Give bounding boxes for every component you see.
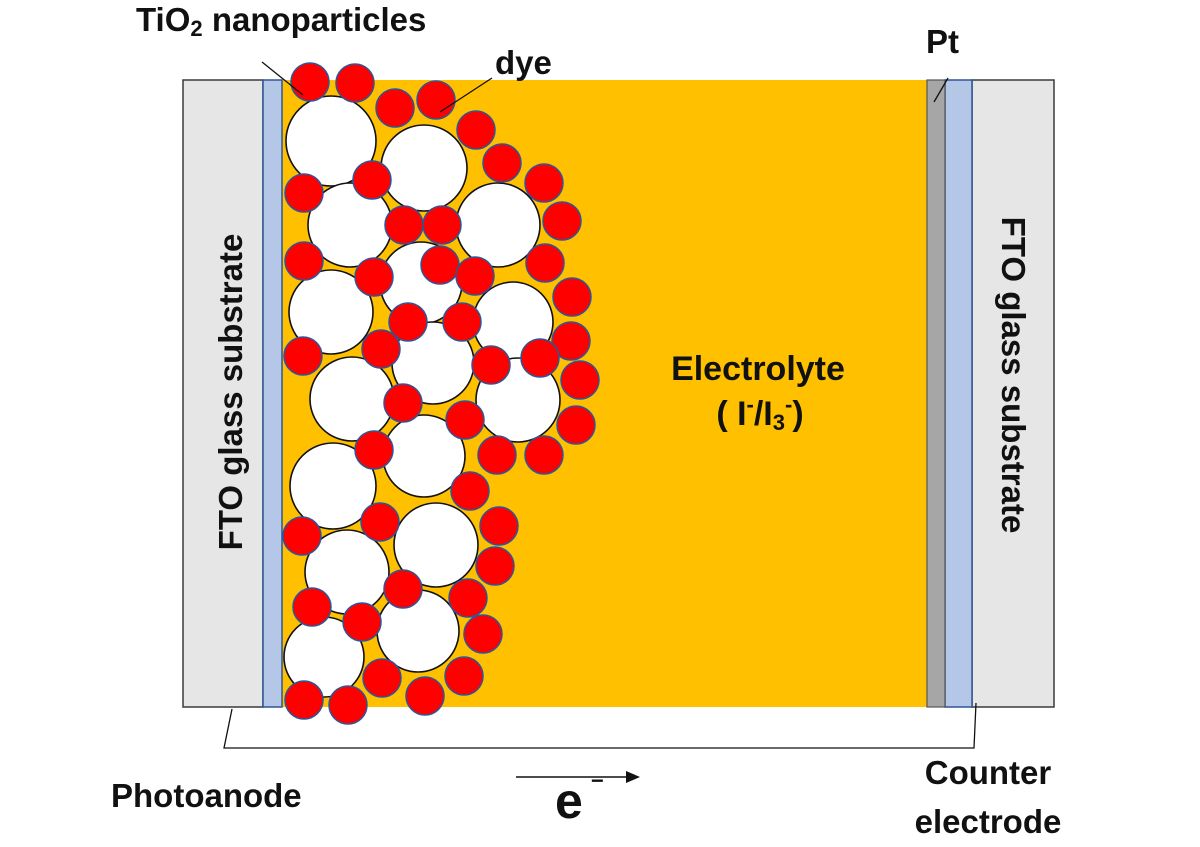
dye-molecule	[283, 336, 323, 376]
tio2-leader-line	[261, 61, 304, 96]
dye-molecule	[284, 680, 324, 720]
dye-molecule	[445, 400, 485, 440]
right-fto-glass-substrate	[971, 79, 1055, 708]
electrolyte-label: Electrolyte	[671, 350, 845, 388]
dye-molecule	[405, 676, 445, 716]
dye-molecule	[420, 245, 460, 285]
pt-leader-line	[933, 77, 949, 103]
dye-molecule	[292, 587, 332, 627]
left-substrate-label: FTO glass substrate	[212, 234, 249, 551]
dye-molecule	[282, 516, 322, 556]
dye-molecule	[375, 88, 415, 128]
dye-molecule	[361, 329, 401, 369]
tio2-particle	[285, 95, 377, 187]
dye-molecule	[360, 502, 400, 542]
dye-molecule	[442, 302, 482, 342]
counter-electrode-label-line2: electrode	[915, 803, 1062, 840]
dye-molecule	[471, 345, 511, 385]
dye-molecule	[388, 302, 428, 342]
dye-molecule	[551, 321, 591, 361]
counter-electrode-label-line1: Counter	[925, 754, 1052, 791]
left-fto-glass-substrate	[182, 79, 264, 708]
external-circuit-line	[223, 702, 977, 749]
dye-molecule	[290, 62, 330, 102]
dye-molecule	[552, 277, 592, 317]
right-fto-layer	[944, 79, 973, 708]
dye-molecule	[352, 160, 392, 200]
dye-molecule	[455, 256, 495, 296]
electrolyte-species: ( I-/I3-)	[716, 392, 803, 435]
dye-molecule	[479, 506, 519, 546]
dye-molecule	[383, 569, 423, 609]
electron-arrow-head	[626, 771, 640, 783]
dye-molecule	[520, 338, 560, 378]
dye-molecule	[284, 173, 324, 213]
dye-molecule	[422, 205, 462, 245]
dye-molecule	[475, 546, 515, 586]
pt-label: Pt	[926, 23, 959, 60]
dye-molecule	[525, 243, 565, 283]
left-fto-layer	[262, 79, 283, 708]
dye-molecule	[448, 578, 488, 618]
dye-molecule	[284, 241, 324, 281]
platinum-layer	[926, 79, 946, 708]
electron-label: e−	[555, 768, 604, 829]
tio2-particle	[309, 356, 395, 442]
right-substrate-label: FTO glass substrate	[995, 217, 1032, 534]
dye-molecule	[384, 205, 424, 245]
photoanode-label: Photoanode	[111, 777, 302, 814]
dye-molecule	[444, 656, 484, 696]
dye-molecule	[524, 435, 564, 475]
dye-molecule	[335, 63, 375, 103]
dye-molecule	[456, 110, 496, 150]
dye-molecule	[328, 685, 368, 725]
dye-molecule	[524, 163, 564, 203]
dye-molecule	[450, 471, 490, 511]
tio2-label: TiO2 nanoparticles	[136, 1, 426, 41]
dye-molecule	[354, 257, 394, 297]
dye-molecule	[416, 80, 456, 120]
dye-molecule	[556, 405, 596, 445]
dye-molecule	[560, 360, 600, 400]
tio2-particle	[288, 269, 374, 355]
dye-molecule	[463, 614, 503, 654]
dye-molecule	[354, 430, 394, 470]
tio2-particle	[393, 502, 479, 588]
dye-molecule	[482, 143, 522, 183]
dye-label: dye	[495, 44, 552, 81]
dye-leader-line	[439, 77, 493, 113]
tio2-particle	[380, 124, 468, 212]
dye-molecule	[342, 602, 382, 642]
dye-molecule	[477, 435, 517, 475]
dye-molecule-layer	[282, 62, 600, 725]
tio2-particle	[289, 442, 377, 530]
dye-molecule	[383, 383, 423, 423]
dye-molecule	[362, 658, 402, 698]
dye-molecule	[542, 201, 582, 241]
